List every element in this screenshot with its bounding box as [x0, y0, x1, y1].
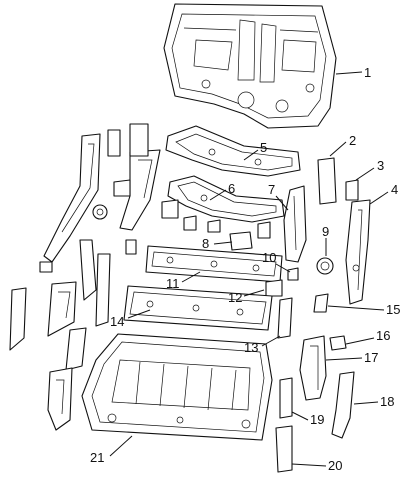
part-middle-crossmember	[167, 175, 285, 223]
part-rail-19	[279, 377, 293, 419]
callout-19: 19	[310, 412, 324, 427]
part-left-lower-rails	[9, 239, 111, 371]
part-bracket-12	[265, 267, 299, 297]
part-bracket-15	[313, 293, 329, 313]
callout-21: 21	[90, 450, 104, 465]
leader-17	[325, 357, 363, 361]
part-inner-rail	[283, 185, 307, 263]
part-bracket-20	[275, 425, 293, 473]
callout-20: 20	[328, 458, 342, 473]
part-rear-floor-pan	[81, 333, 273, 441]
callout-2: 2	[349, 133, 356, 148]
callout-15: 15	[386, 302, 400, 317]
leader-12	[243, 289, 265, 297]
leader-15	[327, 305, 385, 311]
callout-10: 10	[262, 250, 276, 265]
part-bracket-16	[329, 335, 347, 351]
part-left-rear-panel	[47, 367, 73, 431]
part-left-brackets	[39, 123, 149, 273]
callout-13: 13	[244, 340, 258, 355]
leader-21	[109, 435, 133, 457]
leader-4	[369, 191, 389, 205]
callout-5: 5	[260, 140, 267, 155]
part-front-floor-panel	[163, 3, 337, 129]
leader-7	[275, 195, 289, 211]
leader-2	[329, 141, 347, 157]
leader-6	[209, 189, 227, 201]
callout-1: 1	[364, 65, 371, 80]
leader-16	[345, 337, 375, 345]
part-rear-crossmember	[145, 245, 283, 283]
callout-9: 9	[322, 224, 329, 239]
part-rear-floor-crossmember	[123, 285, 273, 331]
leader-14	[127, 309, 151, 319]
part-plug-9	[316, 257, 334, 275]
leader-19	[291, 411, 309, 421]
callout-6: 6	[228, 181, 235, 196]
leader-3	[355, 167, 375, 181]
callout-7: 7	[268, 182, 275, 197]
callout-4: 4	[391, 182, 398, 197]
callout-12: 12	[228, 290, 242, 305]
part-left-side-rail	[43, 133, 161, 263]
leader-10	[275, 263, 291, 273]
leader-18	[353, 401, 379, 405]
callout-11: 11	[166, 276, 180, 291]
part-front-crossmember	[165, 125, 301, 177]
leader-13	[261, 335, 281, 347]
part-rear-rail-18	[331, 371, 355, 439]
leader-11	[181, 271, 201, 283]
part-rear-rail-extension-13	[277, 297, 293, 339]
leader-20	[291, 463, 327, 467]
callout-3: 3	[377, 158, 384, 173]
callout-labels: 1 2 3 4 5 6 7 8 9 10 11 12 13 14 15 16 1…	[90, 65, 400, 473]
leader-1	[335, 71, 363, 75]
callout-16: 16	[376, 328, 390, 343]
callout-8: 8	[202, 236, 209, 251]
part-rear-rail-17	[299, 335, 327, 401]
callout-17: 17	[364, 350, 378, 365]
leader-lines	[109, 71, 389, 467]
leader-5	[243, 149, 259, 161]
leader-8	[213, 241, 233, 245]
part-right-side-rails	[317, 157, 371, 305]
callout-18: 18	[380, 394, 394, 409]
callout-14: 14	[110, 314, 124, 329]
part-small-bracket-8	[161, 199, 271, 251]
